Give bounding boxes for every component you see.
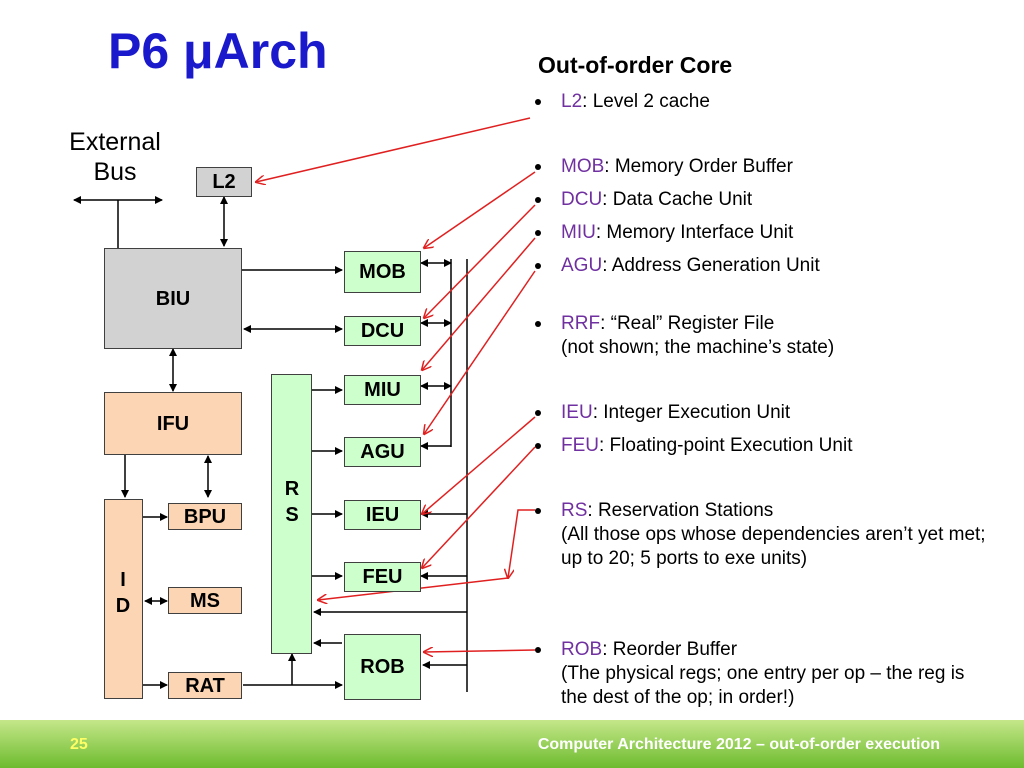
bullet-rrf: RRF: “Real” Register File (not shown; the… bbox=[535, 312, 995, 360]
ms-label: MS bbox=[190, 589, 220, 612]
pointer-rob bbox=[424, 650, 536, 652]
pointer-mob bbox=[424, 171, 536, 248]
bullet-abbr: L2 bbox=[561, 91, 583, 112]
bullet-abbr: MOB bbox=[561, 156, 605, 177]
ifu-block: IFU bbox=[104, 392, 242, 455]
footer-bar: 25 Computer Architecture 2012 – out-of-o… bbox=[0, 720, 1024, 768]
ieu-label: IEU bbox=[365, 504, 400, 526]
bullet-rob: ROB: Reorder Buffer (The physical regs; o… bbox=[535, 638, 995, 710]
feu-block: FEU bbox=[344, 562, 421, 592]
rob-block: ROB bbox=[344, 634, 421, 700]
bullet-abbr: IEU bbox=[561, 402, 593, 423]
dcu-block: DCU bbox=[344, 316, 421, 346]
pointer-feu bbox=[422, 446, 536, 568]
bullet-desc: : Reservation Stations bbox=[587, 500, 774, 521]
rob-label: ROB bbox=[360, 656, 405, 678]
id-block bbox=[104, 499, 143, 699]
agu-label: AGU bbox=[360, 441, 405, 463]
bullet-l2: L2: Level 2 cache bbox=[535, 90, 995, 114]
bullet-desc: : Data Cache Unit bbox=[602, 189, 753, 210]
bullet-desc: : Floating-point Execution Unit bbox=[599, 435, 853, 456]
rat-block: RAT bbox=[168, 672, 242, 699]
id-label-d: D bbox=[115, 595, 131, 617]
footer-text: Computer Architecture 2012 – out-of-orde… bbox=[537, 736, 940, 753]
bullet-ieu: IEU: Integer Execution Unit bbox=[535, 401, 995, 425]
bpu-block: BPU bbox=[168, 503, 242, 530]
mob-label: MOB bbox=[359, 261, 406, 283]
ieu-block: IEU bbox=[344, 500, 421, 530]
pointer-agu bbox=[424, 270, 536, 434]
bullet-extra: (All those ops whose dependencies aren’t… bbox=[561, 524, 986, 569]
pointer-miu bbox=[422, 237, 536, 370]
external-bus-label-line2: Bus bbox=[93, 158, 137, 186]
bpu-label: BPU bbox=[183, 505, 227, 528]
external-bus-label: External Bus bbox=[60, 127, 170, 187]
pointer-rs bbox=[508, 509, 535, 578]
bullet-abbr: RRF bbox=[561, 313, 601, 334]
external-bus-label-line1: External bbox=[69, 128, 161, 156]
ifu-label: IFU bbox=[156, 412, 190, 435]
l2-label: L2 bbox=[212, 171, 236, 193]
bullet-abbr: RS bbox=[561, 500, 588, 521]
rs-label-s: S bbox=[285, 504, 299, 526]
feu-label: FEU bbox=[362, 566, 403, 588]
bullet-abbr: FEU bbox=[561, 435, 599, 456]
bullet-desc: : Level 2 cache bbox=[582, 91, 710, 112]
miu-block: MIU bbox=[344, 375, 421, 405]
l2-block: L2 bbox=[196, 167, 252, 197]
bullet-abbr: ROB bbox=[561, 639, 603, 660]
id-label: I D bbox=[108, 567, 138, 619]
id-label-i: I bbox=[120, 569, 126, 591]
page-number: 25 bbox=[70, 736, 88, 753]
pointer-dcu bbox=[424, 204, 536, 318]
rs-block bbox=[271, 374, 312, 654]
agu-block: AGU bbox=[344, 437, 421, 467]
miu-label: MIU bbox=[364, 379, 401, 401]
bullet-abbr: MIU bbox=[561, 222, 596, 243]
bullet-desc: : Memory Order Buffer bbox=[604, 156, 793, 177]
bullet-feu: FEU: Floating-point Execution Unit bbox=[535, 434, 995, 458]
bullet-rs: RS: Reservation Stations (All those ops w… bbox=[535, 499, 995, 571]
slide-title: P6 μArch bbox=[108, 23, 328, 79]
rat-label: RAT bbox=[185, 674, 225, 697]
biu-label: BIU bbox=[155, 287, 191, 310]
dcu-label: DCU bbox=[360, 320, 405, 342]
ms-block: MS bbox=[168, 587, 242, 614]
bullet-desc: : Reorder Buffer bbox=[602, 639, 738, 660]
bullet-abbr: DCU bbox=[561, 189, 603, 210]
rs-label: R S bbox=[277, 476, 307, 528]
bullet-agu: AGU: Address Generation Unit bbox=[535, 254, 995, 278]
bullet-desc: : Memory Interface Unit bbox=[595, 222, 794, 243]
bullet-desc: : Integer Execution Unit bbox=[592, 402, 791, 423]
bullet-extra: (The physical regs; one entry per op – t… bbox=[561, 663, 965, 708]
rs-label-r: R bbox=[284, 478, 300, 500]
bullet-dcu: DCU: Data Cache Unit bbox=[535, 188, 995, 212]
bullet-abbr: AGU bbox=[561, 255, 603, 276]
bullet-mob: MOB: Memory Order Buffer bbox=[535, 155, 995, 179]
pointer-ieu bbox=[422, 416, 536, 514]
biu-block: BIU bbox=[104, 248, 242, 349]
core-title: Out-of-order Core bbox=[538, 52, 733, 78]
bullet-desc: : Address Generation Unit bbox=[602, 255, 820, 276]
bullet-miu: MIU: Memory Interface Unit bbox=[535, 221, 995, 245]
mob-block: MOB bbox=[344, 251, 421, 293]
bullet-extra: (not shown; the machine’s state) bbox=[561, 337, 835, 358]
bullet-desc: : “Real” Register File bbox=[600, 313, 775, 334]
pointer-l2 bbox=[256, 117, 531, 182]
